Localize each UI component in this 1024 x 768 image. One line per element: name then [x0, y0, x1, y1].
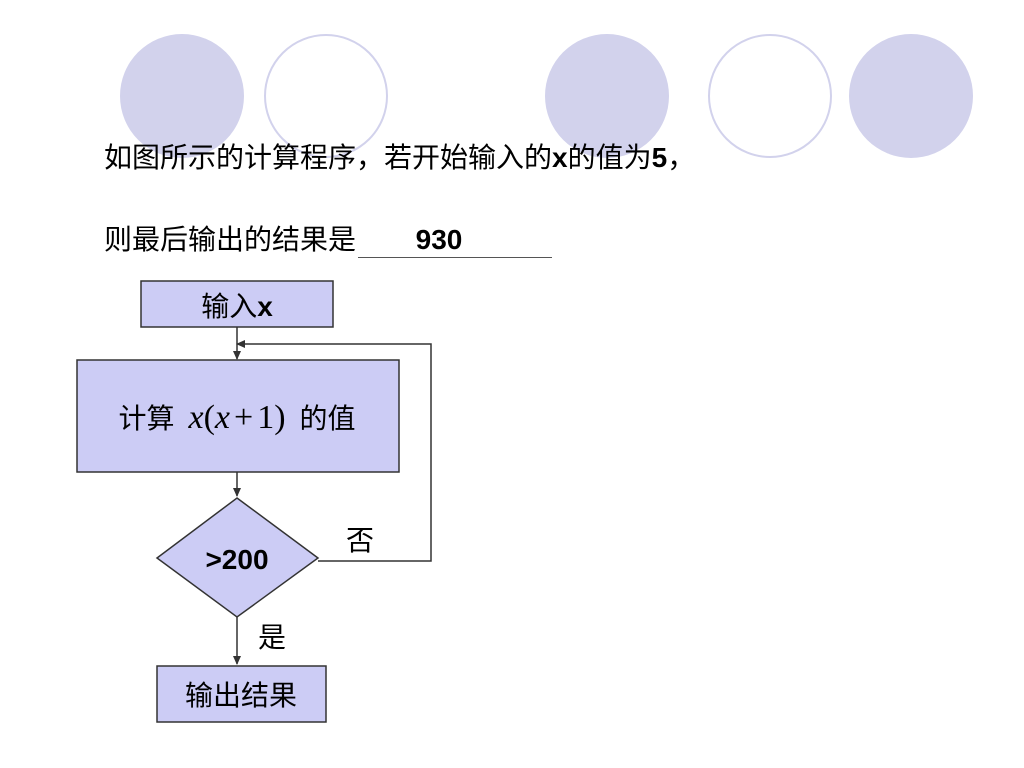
answer-value: 930 [415, 224, 463, 255]
compute-box-prefix: 计算 [118, 402, 174, 435]
input-box [140, 280, 334, 328]
formula-open-paren: ( [204, 399, 215, 436]
question-input-value: 5 [651, 142, 668, 173]
loop-back-path [236, 340, 432, 562]
question-line-2-text: 则最后输出的结果是 [104, 223, 357, 256]
answer-blank: 930 [358, 223, 553, 258]
formula-var-2: x [214, 399, 230, 436]
decorative-circle-2 [264, 34, 388, 158]
input-box-variable: x [257, 291, 273, 322]
question-line-1-suffix: ， [667, 141, 696, 174]
yes-label: 是 [258, 621, 286, 654]
question-line-1: 如图所示的计算程序，若开始输入的x的值为5， [104, 138, 695, 178]
question-variable: x [552, 142, 568, 173]
decision-label: >200 [205, 544, 268, 575]
compute-box-suffix: 的值 [300, 402, 356, 435]
output-box [156, 665, 327, 723]
no-label: 否 [346, 524, 374, 557]
formula-plus: + [234, 399, 253, 436]
input-box-label: 输入x [201, 290, 273, 323]
decorative-circle-4 [708, 34, 832, 158]
formula-number: 1 [257, 399, 274, 436]
question-line-2: 则最后输出的结果是 930 [104, 220, 553, 260]
output-box-label: 输出结果 [185, 679, 297, 712]
formula-var-1: x [187, 399, 203, 436]
decorative-circle-1 [120, 34, 244, 158]
question-line-1-prefix: 如图所示的计算程序，若开始输入的 [104, 141, 553, 174]
decorative-circle-3 [545, 34, 669, 158]
compute-box [76, 359, 400, 473]
question-line-1-middle: 的值为 [567, 141, 652, 174]
decorative-circle-5 [849, 34, 973, 158]
formula-close-paren: ) [274, 399, 285, 436]
input-box-label-prefix: 输入 [201, 290, 257, 323]
